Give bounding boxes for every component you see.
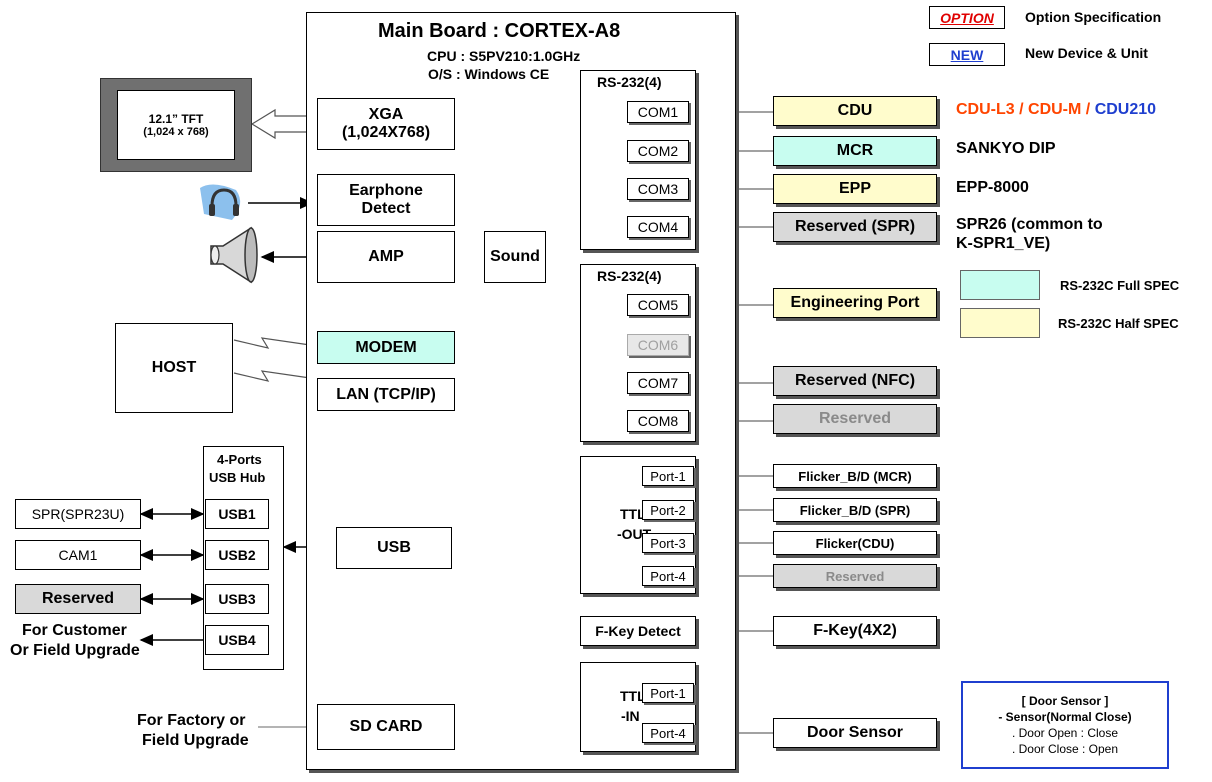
com3-port: COM3: [627, 178, 689, 200]
spr-note-line1: SPR26 (common to: [956, 216, 1103, 233]
mcr-device: MCR: [773, 136, 937, 166]
ttl-in-port-1: Port-1: [642, 683, 694, 703]
ttl-in-port-4: Port-4: [642, 723, 694, 743]
half-spec-label: RS-232C Half SPEC: [1058, 316, 1179, 331]
ttl-out-port-4: Port-4: [642, 566, 694, 586]
fkey-detect-block: F-Key Detect: [580, 616, 696, 646]
cdu-sep-2: /: [1081, 101, 1095, 118]
cdu-l3-text: CDU-L3: [956, 101, 1015, 118]
half-spec-swatch: [960, 308, 1040, 338]
usb1-port: USB1: [205, 499, 269, 529]
detect-label: Detect: [361, 200, 411, 217]
speaker-icon: [203, 224, 259, 286]
usb-note-line2: Or Field Upgrade: [10, 642, 140, 659]
cdu-m-text: CDU-M: [1028, 101, 1082, 118]
modem-block: MODEM: [317, 331, 455, 364]
flicker-spr: Flicker_B/D (SPR): [773, 498, 937, 522]
flicker-reserved: Reserved: [773, 564, 937, 588]
rs232-b-title: RS-232(4): [597, 268, 662, 284]
ttl-out-port-3: Port-3: [642, 533, 694, 553]
com4-port: COM4: [627, 216, 689, 238]
com6-port: COM6: [627, 334, 689, 356]
main-board-title: Main Board : CORTEX-A8: [378, 20, 621, 42]
com7-port: COM7: [627, 372, 689, 394]
engineering-port-device: Engineering Port: [773, 288, 937, 318]
os-label: O/S : Windows CE: [428, 66, 550, 82]
door-sensor-note: [ Door Sensor ] - Sensor(Normal Close) .…: [961, 681, 1169, 769]
usb-hub-title-2: USB Hub: [209, 470, 266, 485]
fkey-block: F-Key(4X2): [773, 616, 937, 646]
sd-note-line2: Field Upgrade: [142, 732, 249, 749]
cam1-device: CAM1: [15, 540, 141, 570]
host-block: HOST: [115, 323, 233, 413]
door-note-line3: . Door Close : Open: [1011, 742, 1119, 756]
tft-size: 12.1” TFT: [148, 112, 204, 126]
usb-hub-title-1: 4-Ports: [217, 452, 262, 467]
option-legend-tag: OPTION: [929, 6, 1005, 29]
xga-block: XGA (1,024X768): [317, 98, 455, 150]
lan-block: LAN (TCP/IP): [317, 378, 455, 411]
epp-note: EPP-8000: [956, 179, 1029, 196]
spr-usb-device: SPR(SPR23U): [15, 499, 141, 529]
new-legend-tag: NEW: [929, 43, 1005, 66]
door-note-line1: - Sensor(Normal Close): [998, 710, 1132, 724]
cdu-device: CDU: [773, 96, 937, 126]
tft-screen: 12.1” TFT (1,024 x 768): [117, 90, 235, 160]
earphone-detect-block: Earphone Detect: [317, 174, 455, 226]
mcr-note: SANKYO DIP: [956, 140, 1056, 157]
earphone-icon: [196, 180, 248, 222]
flicker-cdu: Flicker(CDU): [773, 531, 937, 555]
rs232-a-title: RS-232(4): [597, 74, 662, 90]
sound-block: Sound: [484, 231, 546, 283]
reserved-nfc-device: Reserved (NFC): [773, 366, 937, 396]
option-legend-desc: Option Specification: [1025, 9, 1162, 25]
ttl-out-port-2: Port-2: [642, 500, 694, 520]
epp-device: EPP: [773, 174, 937, 204]
ttl-out-port-1: Port-1: [642, 466, 694, 486]
new-legend-desc: New Device & Unit: [1025, 45, 1148, 61]
com5-port: COM5: [627, 294, 689, 316]
host-modem-link: [233, 337, 318, 349]
reserved-device: Reserved: [773, 404, 937, 434]
usb-reserved-device: Reserved: [15, 584, 141, 614]
door-note-line2: . Door Open : Close: [1011, 726, 1119, 740]
cdu-note: CDU-L3 / CDU-M / CDU210: [956, 101, 1156, 119]
door-sensor-block: Door Sensor: [773, 718, 937, 748]
usb-note-line1: For Customer: [22, 622, 127, 639]
com1-port: COM1: [627, 101, 689, 123]
host-lan-link: [233, 370, 318, 382]
cdu-sep-1: /: [1014, 101, 1029, 118]
ttl-in-label-2: -IN: [621, 708, 640, 724]
sd-note-line1: For Factory or: [137, 712, 246, 729]
ttl-out-label-1: TTL: [620, 506, 646, 522]
usb2-port: USB2: [205, 540, 269, 570]
full-spec-label: RS-232C Full SPEC: [1060, 278, 1180, 293]
flicker-mcr: Flicker_B/D (MCR): [773, 464, 937, 488]
amp-block: AMP: [317, 231, 455, 283]
xga-label: XGA: [368, 106, 404, 123]
earphone-label: Earphone: [349, 182, 423, 199]
usb-block: USB: [336, 527, 452, 569]
tft-display: 12.1” TFT (1,024 x 768): [100, 78, 252, 172]
reserved-spr-device: Reserved (SPR): [773, 212, 937, 242]
tft-resolution: (1,024 x 768): [143, 126, 209, 138]
door-note-title: [ Door Sensor ]: [1021, 694, 1109, 708]
com2-port: COM2: [627, 140, 689, 162]
cpu-label: CPU : S5PV210:1.0GHz: [427, 48, 581, 64]
spr-note-line2: K-SPR1_VE): [956, 235, 1051, 252]
xga-resolution: (1,024X768): [341, 124, 431, 141]
cdu210-text: CDU210: [1094, 101, 1157, 118]
com8-port: COM8: [627, 410, 689, 432]
sd-card-block: SD CARD: [317, 704, 455, 750]
usb3-port: USB3: [205, 584, 269, 614]
usb4-port: USB4: [205, 625, 269, 655]
full-spec-swatch: [960, 270, 1040, 300]
ttl-in-label-1: TTL: [620, 688, 646, 704]
